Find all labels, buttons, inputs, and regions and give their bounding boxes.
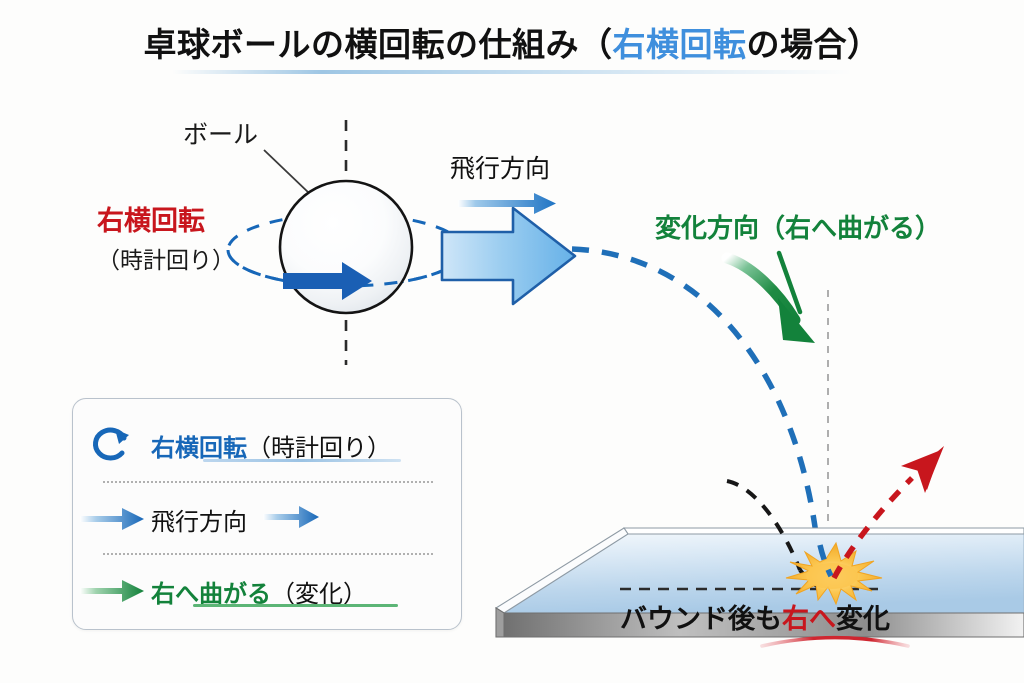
legend-label-change: 右へ曲がる（変化）: [151, 574, 367, 609]
legend-label-change-sub: （変化）: [271, 579, 367, 608]
legend-underline-rotation: [203, 459, 401, 462]
right-arrow-icon-trailing: [261, 504, 321, 534]
flight-direction-label: 飛行方向: [450, 154, 551, 183]
bounce-caption-underline: [760, 635, 910, 648]
change-direction-label: 変化方向（右へ曲がる）: [655, 214, 942, 244]
title-suffix: の場合）: [746, 25, 881, 64]
table-top-surface: [502, 533, 1024, 614]
flight-direction-big-arrow: [440, 206, 577, 306]
legend-box: 右横回転（時計回り） 飛行方向: [72, 398, 462, 630]
flight-direction-small-arrow: [458, 193, 556, 214]
ball-label: ボール: [183, 120, 259, 149]
legend-row-change: 右へ曲がる（変化）: [73, 555, 463, 627]
legend-divider-2: [103, 553, 433, 555]
legend-underline-change: [193, 604, 398, 607]
title-prefix: 卓球ボールの横回転の仕組み（: [143, 25, 613, 64]
legend-divider-1: [103, 481, 433, 483]
legend-label-flight-main: 飛行方向: [151, 507, 247, 536]
legend-row-rotation: 右横回転（時計回り）: [73, 409, 463, 481]
spin-direction-arrow: [283, 262, 372, 300]
flight-trajectory-curve: [571, 246, 823, 573]
title-underline: [172, 70, 852, 74]
right-arrow-icon-green: [73, 578, 151, 604]
title-highlight: 右横回転: [612, 25, 747, 64]
change-direction-arrow: [721, 250, 815, 343]
bounce-caption: バウンド後も右へ変化: [620, 606, 890, 633]
bounce-caption-highlight: 右へ: [782, 604, 836, 635]
clockwise-rotation-icon: [73, 423, 151, 467]
bounce-caption-suffix: 変化: [836, 604, 890, 635]
table-bevel: [622, 527, 1024, 535]
bounce-caption-prefix: バウンド後も: [620, 604, 782, 635]
ball-leader-line: [263, 149, 311, 195]
incoming-trajectory-lower: [817, 544, 834, 578]
page-title: 卓球ボールの横回転の仕組み（右横回転の場合）: [0, 18, 1024, 66]
no-spin-reference-curve: [726, 479, 802, 571]
legend-row-flight: 飛行方向: [73, 483, 463, 555]
spin-label-sub: （時計回り）: [97, 248, 235, 274]
legend-label-change-main: 右へ曲がる: [151, 579, 271, 608]
table-left-endcap: [495, 607, 505, 638]
legend-label-flight: 飛行方向: [151, 502, 247, 537]
legend-label-rotation-sub: （時計回り）: [247, 433, 391, 462]
spin-label: 右横回転: [97, 206, 205, 237]
right-arrow-icon: [73, 506, 151, 532]
post-bounce-trajectory: [831, 446, 944, 580]
legend-label-rotation: 右横回転（時計回り）: [151, 428, 391, 463]
legend-label-rotation-main: 右横回転: [151, 433, 247, 462]
